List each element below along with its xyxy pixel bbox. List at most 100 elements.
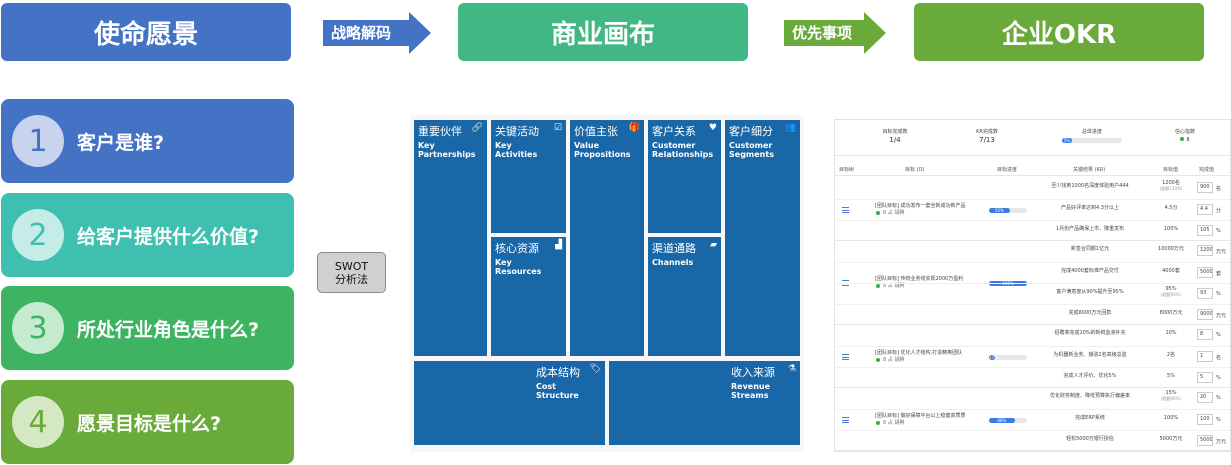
kr-goal: 4.5分 <box>1153 205 1189 211</box>
heart-icon: ♥ <box>708 123 717 133</box>
kr-goal: 100% <box>1153 415 1189 421</box>
kr-unit: 万元 <box>1216 249 1227 255</box>
kr-text: 招聘率完成10%的新鲜血液补充 <box>1054 330 1126 336</box>
objective-progress-bar: 55% <box>989 207 1027 213</box>
kr-goal-value: 100% <box>1163 226 1179 232</box>
users-icon: 👥 <box>784 123 796 133</box>
cell-subtitle: Activities <box>495 150 538 159</box>
cell-title: 收入来源 <box>731 366 775 379</box>
kr-done-input[interactable]: 4.4 <box>1197 204 1213 215</box>
cell-title: 客户关系 <box>652 125 696 138</box>
kr-unit: 名 <box>1216 355 1222 361</box>
cell-subtitle: Partnerships <box>418 150 476 159</box>
cell-subtitle: Relationships <box>652 150 714 159</box>
kr-text: 至少找到1000名深度体验用户444 <box>1051 183 1129 189</box>
swot-label: SWOT <box>334 259 369 273</box>
confidence-value: 8 <box>1186 137 1190 143</box>
key-result-row: 新签合同额1亿元 10000万元 12000万元 <box>835 241 1230 261</box>
kr-text: 新签合同额1亿元 <box>1070 246 1110 252</box>
swot-button[interactable]: SWOT 分析法 <box>317 252 386 293</box>
kr-goal-note: (超额120%) <box>1159 186 1183 191</box>
tree-icon[interactable] <box>842 206 849 213</box>
kr-unit: % <box>1216 375 1221 381</box>
objective-title: [团队目标] 传统业务线实现2000万盈利 <box>875 276 964 282</box>
kr-goal-value: 1200名 <box>1162 180 1180 186</box>
kr-done-input[interactable]: 8 <box>1197 329 1213 340</box>
okr-stat-goals: 目标完成数 1/4 <box>865 128 925 144</box>
kr-done-input[interactable]: 5000 <box>1197 267 1213 278</box>
kr-unit: % <box>1216 291 1221 297</box>
cell-subtitle: Resources <box>495 267 542 276</box>
okr-stat-progress: 总体进度 5% <box>1057 128 1127 143</box>
objective-progress-fill: 17% <box>989 354 998 360</box>
flask-icon: ⚗ <box>787 364 796 374</box>
kr-done-input[interactable]: 9000 <box>1197 309 1213 320</box>
kr-goal: 1200名(超额120%) <box>1153 180 1189 192</box>
stat-label: 信心指数 <box>1174 129 1195 135</box>
okr-table: 目标完成数 1/4 KR完成数 7/13 总体进度 5% 信心指数 8 目标树 … <box>834 119 1231 452</box>
canvas-key-partners: 重要伙伴 Key Partnerships 🔗 <box>414 120 487 356</box>
kr-goal-note: (超额90%) <box>1160 292 1181 297</box>
kr-done-input[interactable]: 12000 <box>1197 245 1213 256</box>
kr-goal: 10000万元 <box>1153 246 1189 252</box>
kr-done-input[interactable]: 93 <box>1197 288 1213 299</box>
kr-text: 完成人才评价、优化5% <box>1063 373 1117 379</box>
kr-goal-value: 5% <box>1167 373 1175 379</box>
kr-unit: 套 <box>1216 271 1222 277</box>
okr-summary: 目标完成数 1/4 KR完成数 7/13 总体进度 5% 信心指数 8 <box>835 120 1230 156</box>
strategy-decoding-label: 战略解码 <box>331 24 392 42</box>
cell-subtitle: Value <box>574 141 600 150</box>
kr-unit: % <box>1216 395 1221 401</box>
priorities-label: 优先事项 <box>792 24 853 42</box>
kr-text: 完成8000万元回款 <box>1068 310 1112 316</box>
kr-done-input[interactable]: 5 <box>1197 372 1213 383</box>
cell-subtitle: Customer <box>652 141 696 150</box>
cell-subtitle: Cost <box>536 382 556 391</box>
enterprise-okr-box: 企业OKR <box>914 3 1204 61</box>
question-2: 2 给客户提供什么价值? <box>1 193 294 277</box>
question-text: 所处行业角色是什么? <box>77 318 260 341</box>
gift-icon: 🎁 <box>628 123 640 133</box>
kr-done-input[interactable]: 5000 <box>1197 435 1213 446</box>
tag-icon: 🏷 <box>589 364 601 374</box>
tree-icon[interactable] <box>842 416 849 423</box>
business-canvas-box: 商业画布 <box>458 3 748 61</box>
kr-text: 完成4000套标准产品交付 <box>1061 268 1119 274</box>
kr-done-input[interactable]: 900 <box>1197 182 1213 193</box>
kr-goal: 100% <box>1153 226 1189 232</box>
kr-unit: 万元 <box>1216 313 1227 319</box>
question-number: 4 <box>12 396 64 448</box>
canvas-key-activities: 关键活动 Key Activities ☑ <box>491 120 566 233</box>
tree-icon[interactable] <box>842 353 849 360</box>
kr-done-input[interactable]: 20 <box>1197 392 1213 403</box>
question-text: 客户是谁? <box>77 131 165 154</box>
cell-title: 成本结构 <box>536 366 580 379</box>
question-number: 1 <box>12 115 64 167</box>
kr-unit: 分 <box>1216 208 1222 214</box>
objective-title: [团队目标] 优化人才结构,打造精英团队 <box>875 349 963 356</box>
objective-title: [团队目标] 做好保障平台以上稳健高质质 <box>875 412 966 419</box>
objective-progress-fill: 68% <box>989 417 1015 423</box>
kr-text: 为机器新业务、接驳2名高级总监 <box>1053 352 1127 358</box>
kr-text: 优化财务制度、降低预算执行偏差率 <box>1049 393 1130 399</box>
kr-goal-value: 2名 <box>1166 352 1176 358</box>
objective-progress-bar: 17% <box>989 354 1027 360</box>
link-icon: 🔗 <box>471 123 483 133</box>
okr-header-row: 目标树 目标 (O) 目标进度 关键结果 (KR) 目标值 完成值 <box>835 162 1230 176</box>
question-number: 3 <box>12 302 64 354</box>
kr-done-input[interactable]: 1 <box>1197 351 1213 362</box>
question-3: 3 所处行业角色是什么? <box>1 286 294 370</box>
question-text: 愿景目标是什么? <box>77 412 222 435</box>
kr-done-input[interactable]: 105 <box>1197 225 1213 236</box>
kr-done-input[interactable]: 100 <box>1197 414 1213 425</box>
stat-label: KR完成数 <box>976 129 998 135</box>
canvas-value-propositions: 价值主张 Value Propositions 🎁 <box>570 120 644 356</box>
question-4: 4 愿景目标是什么? <box>1 380 294 464</box>
